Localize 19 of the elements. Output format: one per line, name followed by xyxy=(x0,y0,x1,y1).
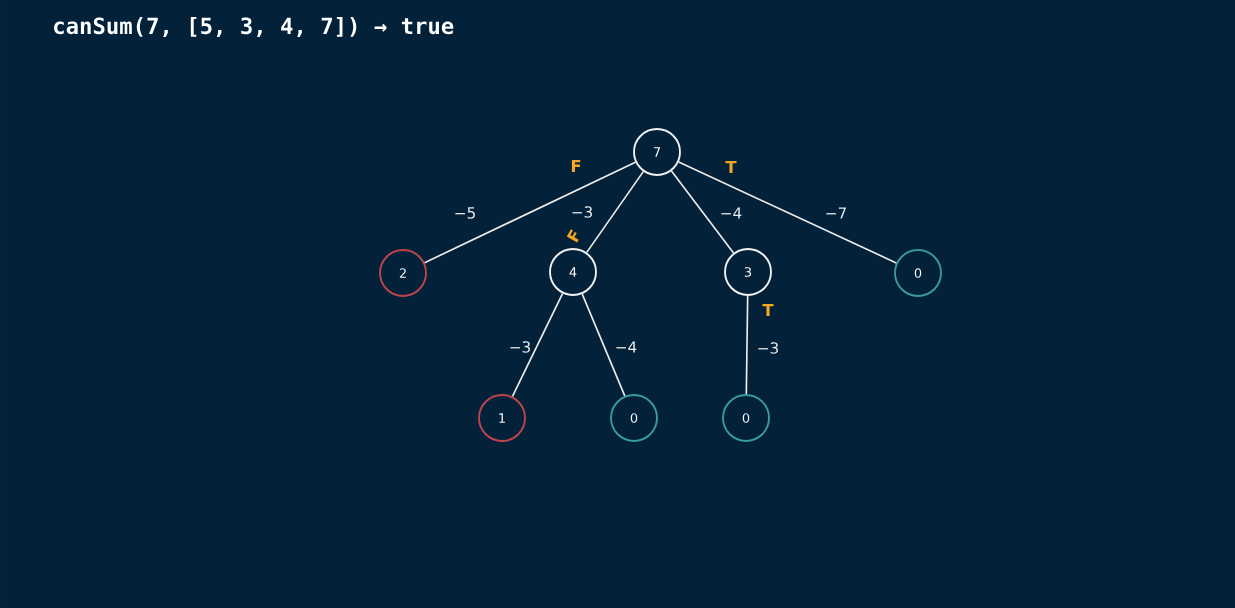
tree-edge xyxy=(511,292,564,398)
tree-edge xyxy=(585,170,645,254)
title: canSum(7, [5, 3, 4, 7]) → true xyxy=(54,17,454,37)
tree-edge xyxy=(745,295,749,395)
tree-edge xyxy=(670,170,735,254)
result-letter: F xyxy=(566,229,579,243)
edge-label: −4 xyxy=(616,341,637,353)
edge-label: −3 xyxy=(510,341,530,353)
edge-label: −7 xyxy=(826,207,846,219)
result-letter: T xyxy=(725,161,737,173)
tree-edge xyxy=(423,161,637,264)
result-letter: F xyxy=(571,160,581,172)
tree-edge xyxy=(677,161,898,264)
edge-label: −3 xyxy=(572,206,592,218)
result-letter: T xyxy=(762,304,774,316)
tree-edge xyxy=(581,293,626,397)
edge-label: −5 xyxy=(455,207,475,219)
edge-label: −4 xyxy=(721,207,742,219)
edge-label: −3 xyxy=(758,342,778,354)
